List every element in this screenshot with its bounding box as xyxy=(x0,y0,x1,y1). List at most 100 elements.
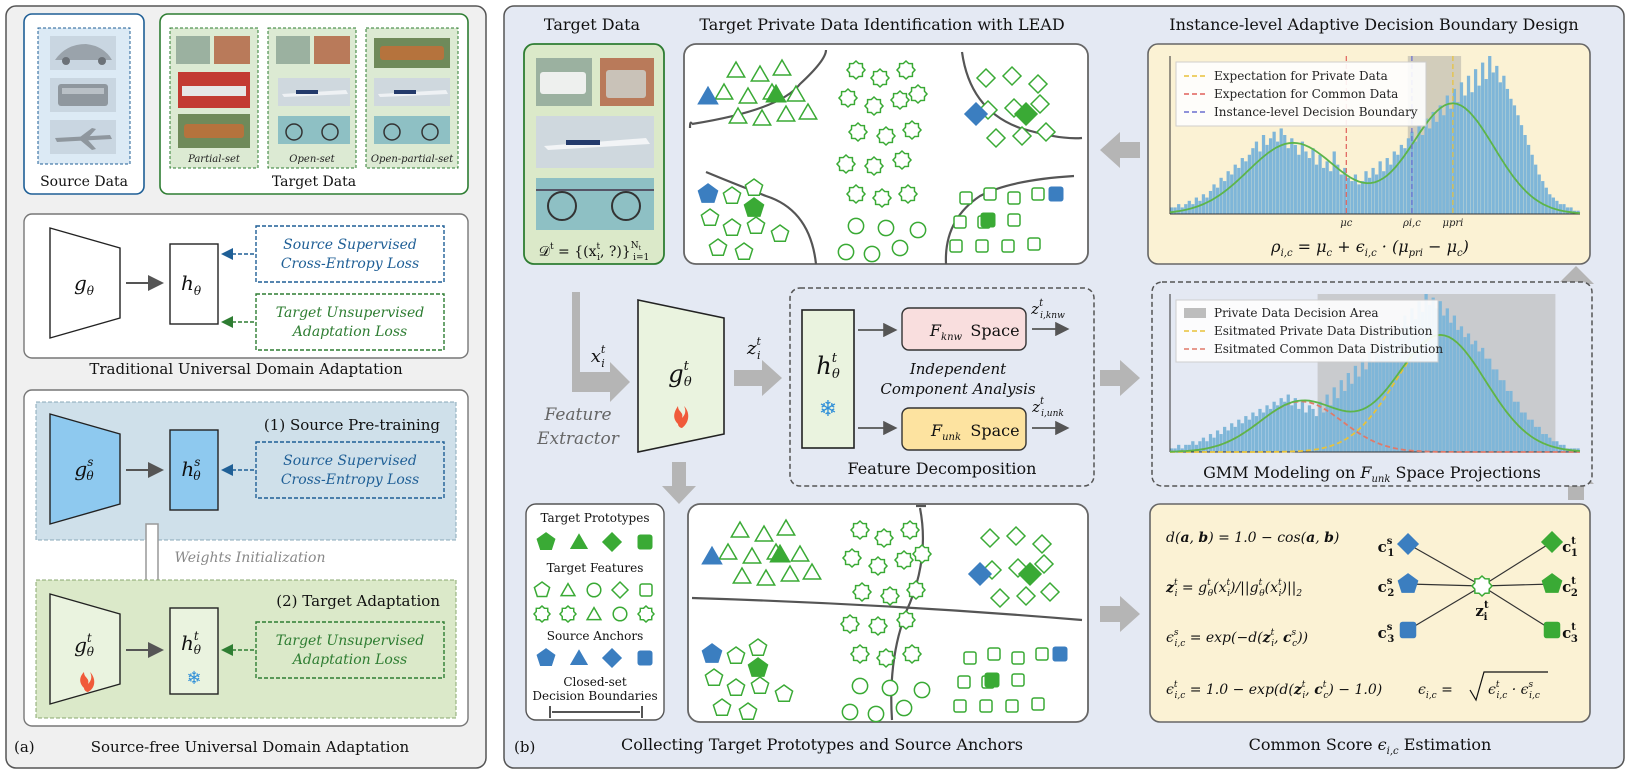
histogram-bar xyxy=(1279,128,1283,214)
histogram-bar xyxy=(1371,362,1375,452)
x-tick-label: μc xyxy=(1340,218,1352,229)
square-marker xyxy=(953,215,967,229)
histogram-bar xyxy=(1350,383,1354,452)
source-free-uda-title: Source-free Universal Domain Adaptation xyxy=(91,738,410,756)
chart-to-scatter-arrow xyxy=(1100,132,1140,168)
histogram-bar xyxy=(1226,171,1230,214)
feature-decomposition-title: Feature Decomposition xyxy=(848,459,1037,478)
pentagon-marker xyxy=(746,216,766,235)
knw-space-label: Space xyxy=(970,321,1019,340)
histogram-bar xyxy=(1399,333,1403,452)
star-marker xyxy=(863,95,885,117)
histogram-bar xyxy=(1502,380,1506,452)
histogram-bar xyxy=(1353,365,1358,452)
histogram-bar xyxy=(1481,62,1485,214)
histogram-bar xyxy=(1184,444,1188,452)
histogram-bar xyxy=(1551,197,1555,214)
pentagon-marker xyxy=(712,698,732,717)
histogram-bar xyxy=(1403,148,1407,214)
histogram-bar xyxy=(1293,144,1297,215)
histogram-bar xyxy=(1544,434,1548,452)
square-marker xyxy=(1031,187,1045,201)
star-marker xyxy=(558,604,578,624)
triangle-marker xyxy=(737,86,759,104)
histogram-bar xyxy=(1304,412,1308,452)
histogram-bar xyxy=(1215,187,1220,214)
histogram-bar xyxy=(1435,308,1439,452)
diamond-marker xyxy=(963,101,989,127)
pentagon-marker xyxy=(708,238,728,257)
h-theta-decomp-box xyxy=(801,309,855,449)
source-loss-line1: Source Supervised xyxy=(283,237,417,253)
common-score-box xyxy=(1149,503,1591,723)
diamond-marker xyxy=(967,561,993,587)
circle-marker xyxy=(851,677,869,695)
histogram-bar xyxy=(1375,174,1379,214)
histogram-bar xyxy=(1311,148,1315,214)
diamond-marker xyxy=(601,531,623,553)
square-marker xyxy=(984,672,1000,688)
stage2-label: (2) Target Adaptation xyxy=(276,592,440,610)
histogram-bar xyxy=(1431,111,1435,214)
histogram-bar xyxy=(1367,177,1372,214)
histogram-bar xyxy=(1343,167,1347,214)
histogram-bar xyxy=(1428,304,1432,452)
diamond-marker xyxy=(1015,585,1037,607)
histogram-bar xyxy=(1261,135,1266,214)
star-marker xyxy=(837,87,859,109)
diamond-marker xyxy=(1039,581,1061,603)
star-marker xyxy=(895,609,917,631)
histogram-bar xyxy=(1526,419,1531,452)
histogram-bar xyxy=(1230,423,1234,452)
graph-edge xyxy=(1407,585,1483,631)
histogram-bar xyxy=(1318,154,1322,214)
source-image-car xyxy=(50,36,116,70)
histogram-bar xyxy=(1463,95,1467,214)
target-data-title-a: Target Data xyxy=(272,174,356,190)
star-marker xyxy=(891,149,913,171)
diamond-marker xyxy=(1013,101,1039,127)
triangle-marker xyxy=(765,83,787,103)
open-set-group: Open-set xyxy=(267,27,357,169)
histogram-bar xyxy=(1456,102,1460,214)
histogram-bar xyxy=(1360,181,1365,214)
histogram-bar xyxy=(1265,144,1269,215)
gmm-fit-curve xyxy=(1169,102,1581,214)
star-marker xyxy=(867,615,889,637)
histogram-bar xyxy=(1466,333,1471,452)
square-marker xyxy=(983,187,997,201)
star-marker xyxy=(532,604,552,624)
histogram-bar xyxy=(1339,380,1343,452)
pentagon-marker xyxy=(704,668,724,687)
star-marker xyxy=(839,613,861,635)
histogram-bar xyxy=(1445,95,1449,214)
histogram-bar xyxy=(1392,340,1396,452)
histogram-bar xyxy=(1283,135,1287,214)
collecting-title: Collecting Target Prototypes and Source … xyxy=(621,735,1023,754)
histogram-bar xyxy=(1420,311,1425,452)
legend-label: Esitmated Common Data Distribution xyxy=(1214,342,1443,356)
square-marker xyxy=(1052,646,1068,662)
star-marker xyxy=(863,155,885,177)
star-marker xyxy=(849,643,871,665)
star-marker xyxy=(911,543,933,565)
rho-formula: ρi,c = μc + ϵi,c · (μpri − μc) xyxy=(1270,237,1469,259)
star-marker xyxy=(889,89,911,111)
traditional-uda-title: Traditional Universal Domain Adaptation xyxy=(89,360,403,378)
histogram-bar xyxy=(1279,398,1283,452)
histogram-bar xyxy=(1191,441,1195,452)
histogram-bar xyxy=(1413,141,1418,214)
triangle-marker xyxy=(775,518,797,536)
histogram-bar xyxy=(1519,125,1524,215)
histogram-bar xyxy=(1424,118,1428,214)
circle-marker xyxy=(881,679,899,697)
histogram-bar xyxy=(1512,401,1517,452)
sf-target-loss-line1: Target Unsupervised xyxy=(276,633,424,649)
pentagon-marker xyxy=(726,646,746,665)
histogram-bar xyxy=(1187,200,1191,214)
snowflake-icon: ❄ xyxy=(186,668,201,689)
triangle-marker xyxy=(713,82,735,100)
histogram-bar xyxy=(1413,319,1418,452)
